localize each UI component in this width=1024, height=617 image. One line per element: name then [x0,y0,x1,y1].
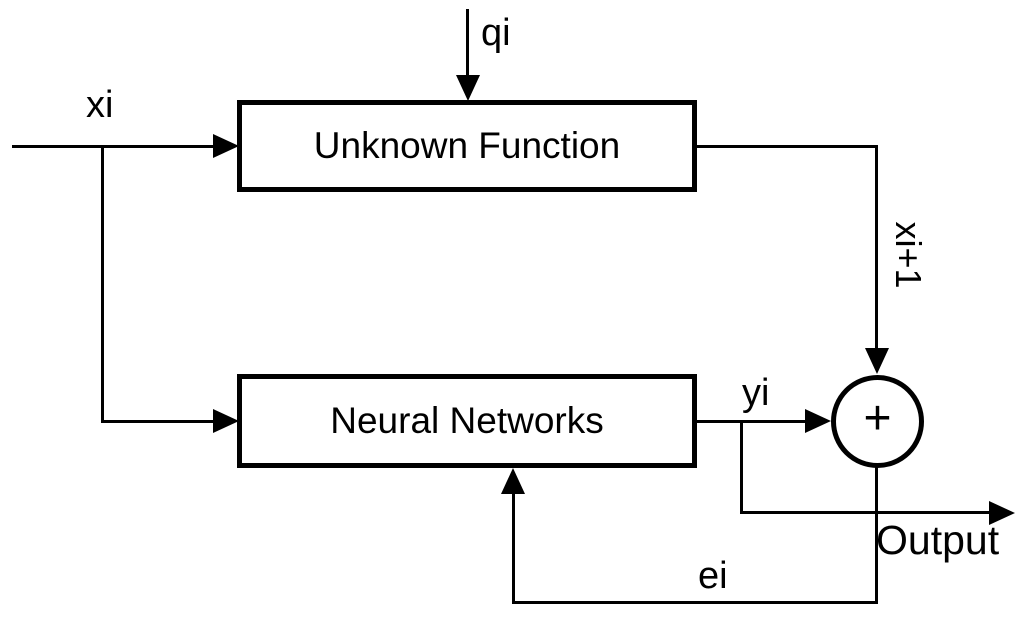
disturbance-input-line [466,9,469,77]
unknown-function-label: Unknown Function [313,125,621,166]
network-output-label: yi [742,372,770,414]
sum-down-line [875,466,878,603]
arrowhead-into-neural-networks-icon [213,409,239,433]
unknown-function-output-line [694,145,878,148]
error-feedback-up-line [512,492,515,604]
neural-networks-block: Neural Networks [237,374,697,468]
arrowhead-feedback-up-icon [501,468,525,494]
disturbance-input-label: qi [481,12,511,54]
error-feedback-label: ei [698,555,728,597]
unknown-function-block: Unknown Function [237,100,697,192]
nn-output-branch-line [740,420,743,513]
output-label: Output [876,517,1000,563]
arrowhead-into-unknown-function-icon [213,134,239,158]
arrowhead-into-summer-top-icon [865,348,889,374]
arrowhead-disturbance-down-icon [456,75,480,101]
arrowhead-output-icon [989,501,1015,525]
summing-junction-operator: + [863,391,892,445]
summing-junction: + [831,375,924,468]
arrowhead-into-summer-left-icon [805,409,831,433]
neural-networks-label: Neural Networks [330,400,604,441]
state-input-label: xi [86,84,114,126]
state-branch-line [101,145,104,423]
output-line [740,511,989,514]
nn-input-line [101,420,215,423]
state-input-line [12,145,215,148]
nn-output-line [693,420,807,423]
error-feedback-bottom-line [512,601,878,604]
next-state-line [875,145,878,350]
next-state-label: xi+1 [888,221,929,289]
